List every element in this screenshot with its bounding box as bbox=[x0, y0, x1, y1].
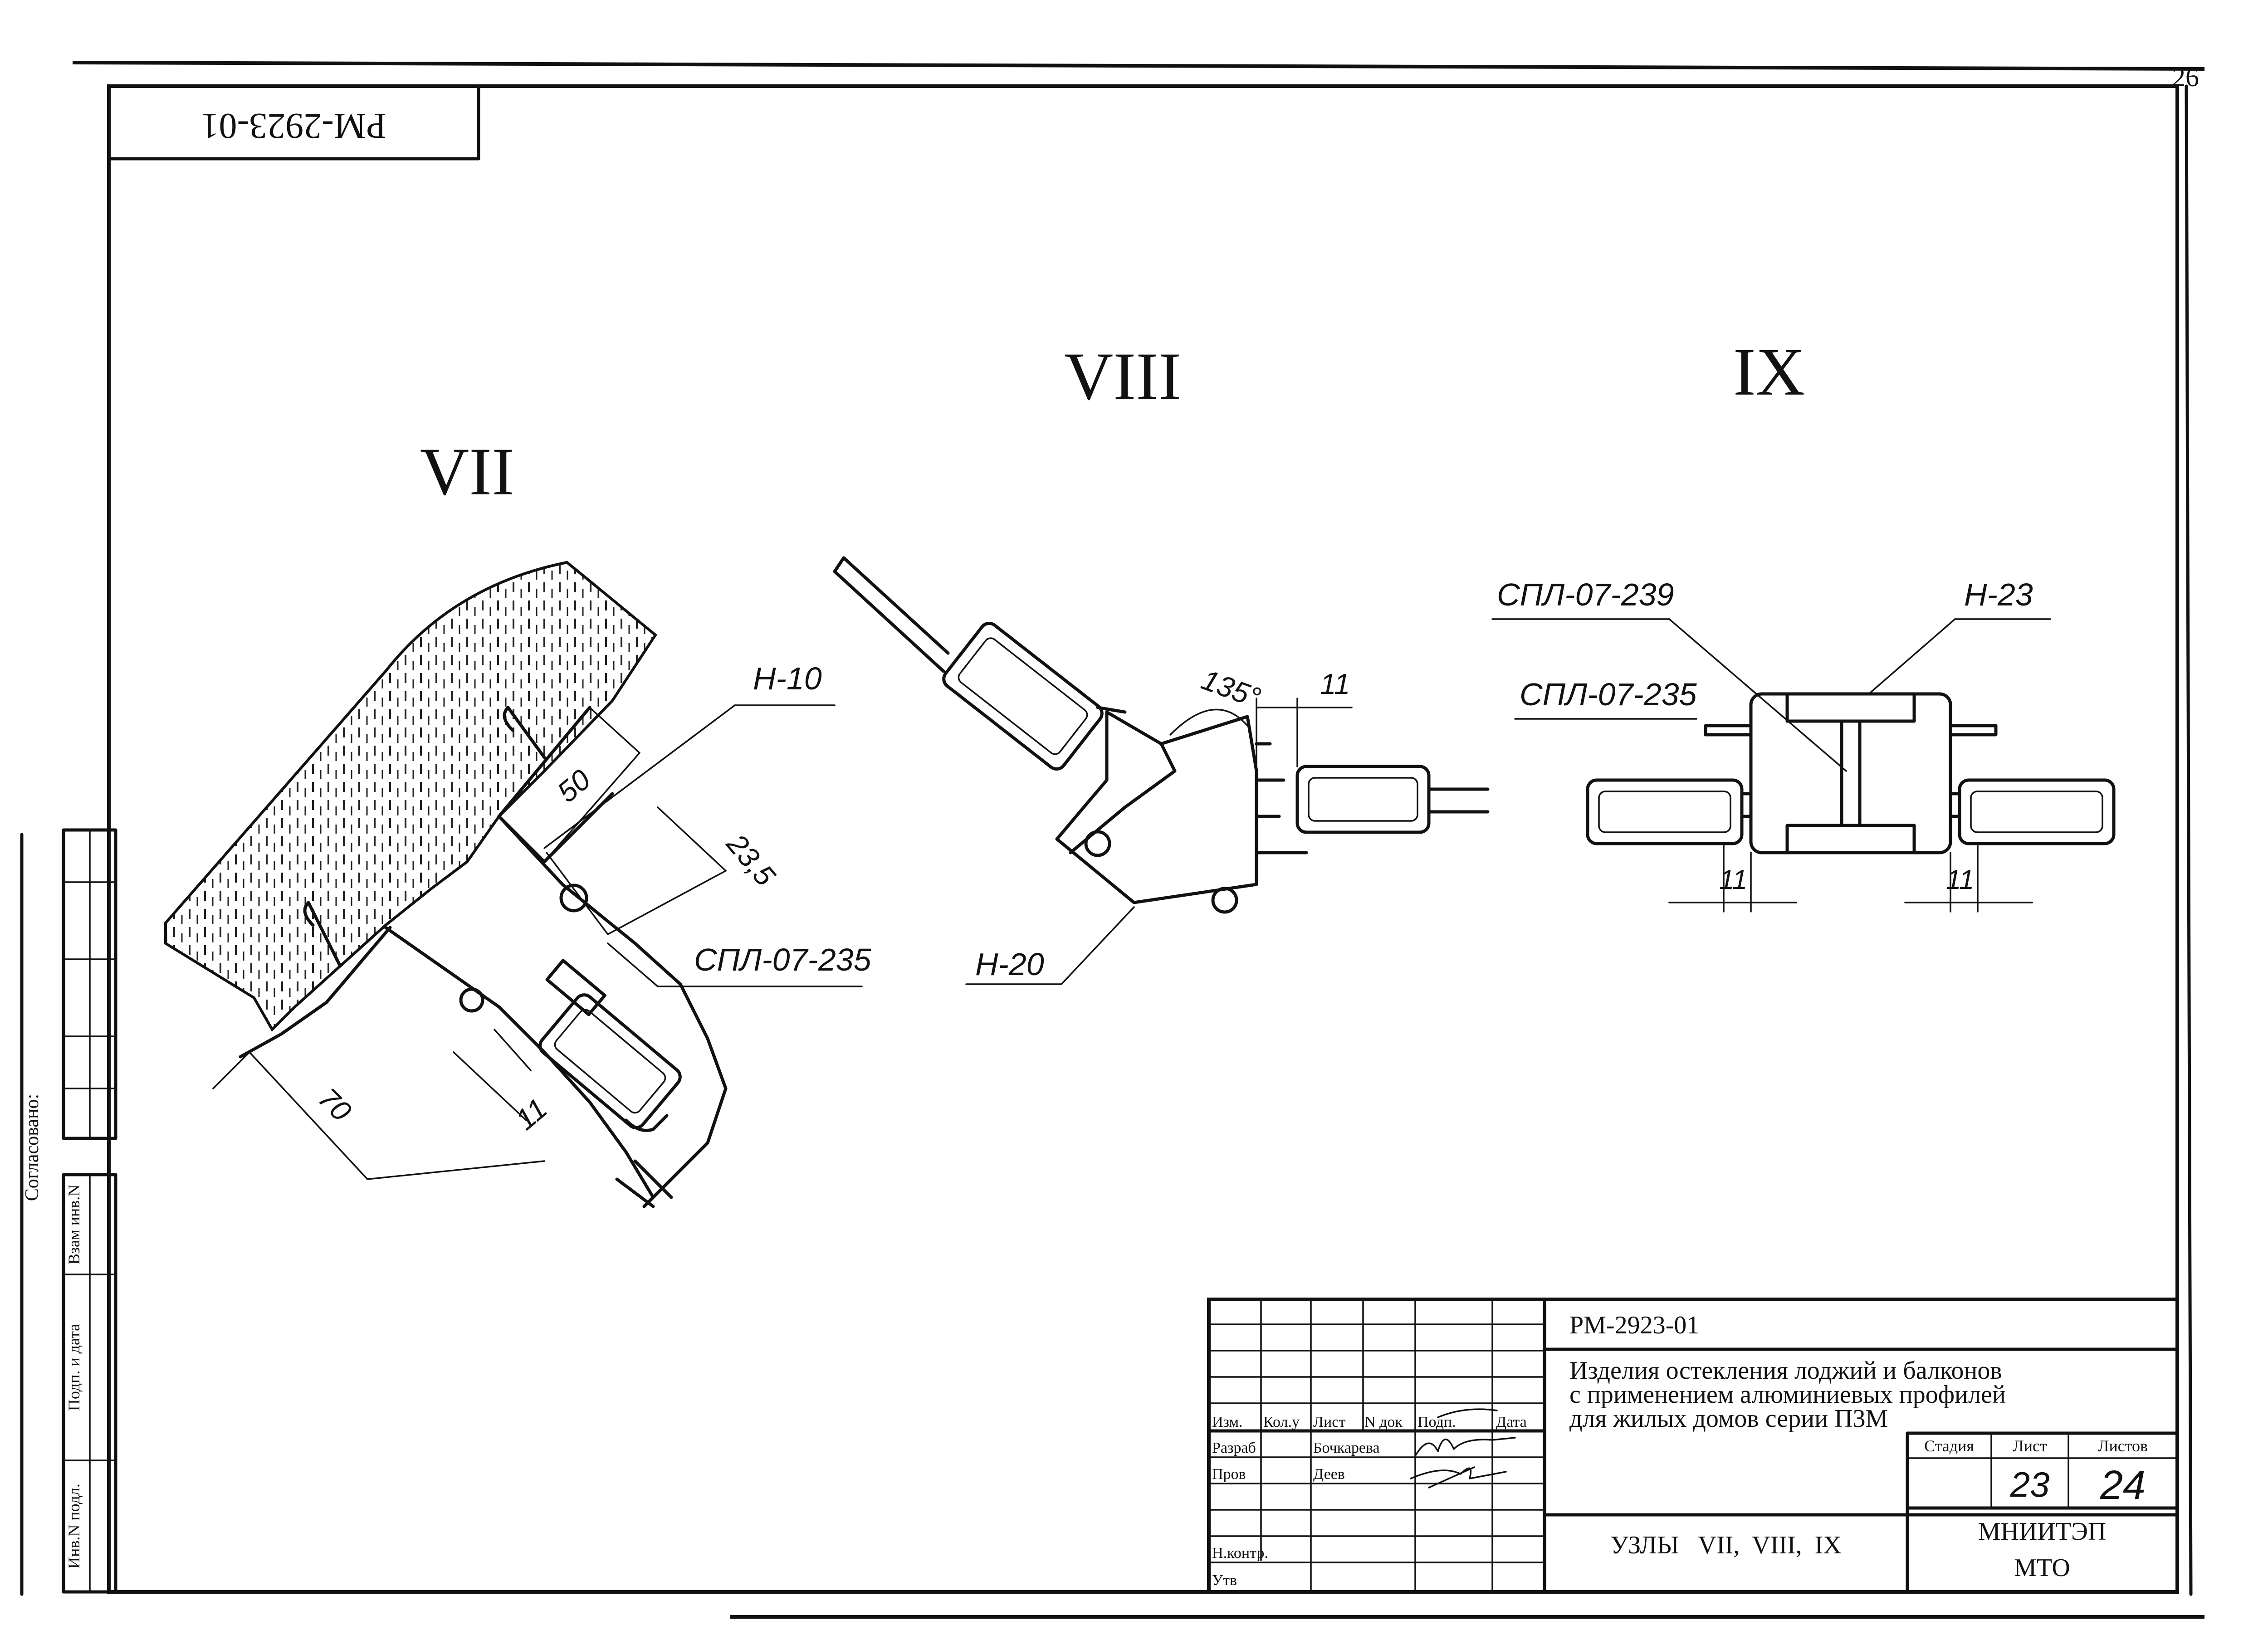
tb-listov-label: Листов bbox=[2098, 1437, 2148, 1455]
signature-podp-header bbox=[1437, 1408, 1498, 1418]
tb-stage-label: Стадия bbox=[1924, 1437, 1974, 1455]
vii-dim-235: 23,5 bbox=[720, 827, 782, 892]
signature-razrab bbox=[1414, 1437, 1516, 1457]
tb-row-prov: Пров bbox=[1212, 1466, 1246, 1483]
tb-title-line1: Изделия остекления лоджий и балконов bbox=[1569, 1357, 2002, 1385]
tb-sheet-title: УЗЛЫ VII, VIII, IX bbox=[1610, 1531, 1842, 1559]
ix-label-h23: Н-23 bbox=[1964, 577, 2033, 612]
tb-name-prov: Деев bbox=[1313, 1466, 1345, 1483]
signature-prov bbox=[1410, 1466, 1507, 1489]
vii-label-h10: Н-10 bbox=[753, 661, 822, 696]
node-vii-drawing bbox=[164, 561, 863, 1208]
tb-row-utv: Утв bbox=[1212, 1572, 1237, 1589]
tb-title-line3: для жилых домов серии П3М bbox=[1569, 1405, 1888, 1433]
tb-col-izm: Изм. bbox=[1212, 1414, 1243, 1430]
rotated-code-box: РМ-2923-01 bbox=[107, 84, 480, 161]
node-viii-title: VIII bbox=[1064, 339, 1181, 414]
tb-org-line2: МТО bbox=[2014, 1554, 2070, 1582]
ix-label-spl239: СПЛ-07-239 bbox=[1497, 577, 1674, 612]
stamp-vzam: Взам инв.N bbox=[65, 1185, 83, 1265]
ix-label-spl235: СПЛ-07-235 bbox=[1520, 677, 1697, 712]
tb-row-nkontr: Н.контр. bbox=[1212, 1545, 1268, 1562]
tb-col-podp: Подп. bbox=[1418, 1414, 1456, 1430]
vii-dim-11: 11 bbox=[509, 1092, 553, 1136]
tb-name-razrab: Бочкарева bbox=[1313, 1440, 1380, 1456]
tb-col-ndok: N док bbox=[1364, 1414, 1403, 1430]
wall-hatch bbox=[164, 561, 657, 1032]
ix-dim-11-right: 11 bbox=[1946, 864, 1974, 895]
viii-angle-135: 135° bbox=[1198, 663, 1265, 714]
viii-dim-11: 11 bbox=[1320, 668, 1350, 700]
sheet-number-top: 26 bbox=[2172, 62, 2199, 92]
stamp-podp-data: Подп. и дата bbox=[65, 1324, 83, 1411]
stamp-inv-podl: Инв.N подл. bbox=[65, 1484, 83, 1569]
vii-dim-70: 70 bbox=[312, 1082, 358, 1128]
tb-org-line1: МНИИТЭП bbox=[1978, 1518, 2107, 1546]
viii-label-h20: Н-20 bbox=[975, 947, 1044, 982]
ix-dim-11-left: 11 bbox=[1719, 864, 1747, 895]
side-stamp bbox=[62, 828, 117, 1594]
sheet-frame bbox=[20, 61, 2205, 1619]
node-ix-title: IX bbox=[1733, 334, 1805, 410]
tb-col-kolu: Кол.у bbox=[1263, 1414, 1300, 1430]
node-vii-title: VII bbox=[420, 434, 514, 509]
tb-row-razrab: Разраб bbox=[1212, 1440, 1256, 1456]
title-block bbox=[1207, 1298, 2179, 1594]
tb-code: РМ-2923-01 bbox=[1569, 1311, 1699, 1339]
vii-label-spl235: СПЛ-07-235 bbox=[694, 942, 872, 977]
tb-col-list: Лист bbox=[1313, 1414, 1345, 1430]
rotated-doc-code: РМ-2923-01 bbox=[201, 106, 386, 146]
tb-col-data: Дата bbox=[1496, 1414, 1527, 1430]
node-viii-drawing bbox=[833, 556, 1490, 985]
vii-dim-50: 50 bbox=[551, 763, 597, 809]
node-ix-drawing bbox=[1491, 618, 2116, 913]
tb-list-label: Лист bbox=[2013, 1437, 2047, 1455]
stamp-agreed: Согласовано: bbox=[22, 1094, 43, 1201]
tb-listov-value: 24 bbox=[2100, 1463, 2146, 1508]
tb-list-value: 23 bbox=[2010, 1464, 2050, 1504]
tb-title-line2: с применением алюминиевых профилей bbox=[1569, 1381, 2006, 1409]
